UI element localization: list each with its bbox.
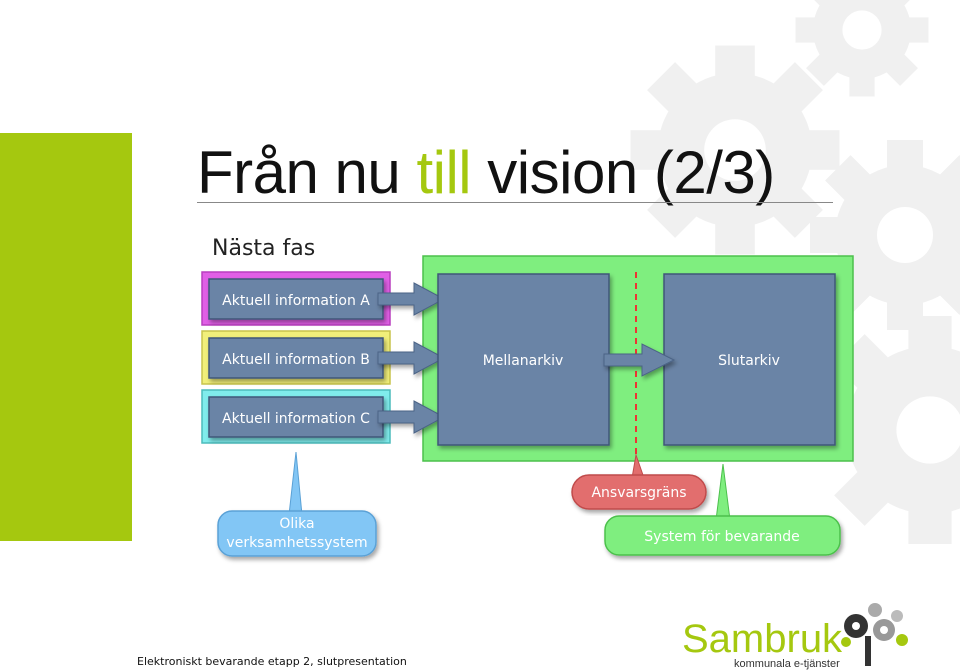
current-info-b-box xyxy=(208,337,384,379)
callout-pointer xyxy=(288,451,303,516)
current-info-c-box xyxy=(208,396,384,438)
arrow-icon xyxy=(603,343,676,377)
sambruk-logo: Sambruk kommunala e-tjänster xyxy=(682,603,908,670)
business-systems-callout xyxy=(217,510,377,557)
current-info-c-label: Aktuell information C xyxy=(222,411,370,427)
title-divider xyxy=(197,202,833,203)
phase-heading: Nästa fas xyxy=(212,236,315,261)
title-part-1: Från nu xyxy=(197,139,417,206)
arrow-icon xyxy=(377,282,446,316)
business-systems-label-line-2: verksamhetssystem xyxy=(226,535,367,551)
logo-name: Sambruk xyxy=(682,617,843,661)
arrow-icon xyxy=(377,400,446,434)
gear-tree-icon xyxy=(841,603,908,666)
responsibility-boundary-label: Ansvarsgräns xyxy=(591,485,686,501)
page-title: Från nu till vision (2/3) xyxy=(197,138,775,208)
green-side-bar xyxy=(0,133,132,541)
callout-pointer xyxy=(715,463,731,521)
preservation-system-callout xyxy=(604,515,841,556)
interim-archive-label: Mellanarkiv xyxy=(483,353,564,369)
footer-text: Elektroniskt bevarande etapp 2, slutpres… xyxy=(137,655,407,668)
logo-tagline: kommunala e-tjänster xyxy=(734,658,840,670)
title-part-2: vision (2/3) xyxy=(471,139,775,206)
responsibility-boundary-callout xyxy=(571,474,707,510)
current-info-a-label: Aktuell information A xyxy=(222,293,370,309)
interim-archive-box xyxy=(437,273,610,446)
business-systems-label-line-1: Olika xyxy=(279,516,314,532)
final-archive-label: Slutarkiv xyxy=(718,353,780,369)
preservation-system-label: System för bevarande xyxy=(644,529,799,545)
arrow-icon xyxy=(377,341,446,375)
current-info-b-label: Aktuell information B xyxy=(222,352,370,368)
title-highlight: till xyxy=(416,139,472,206)
